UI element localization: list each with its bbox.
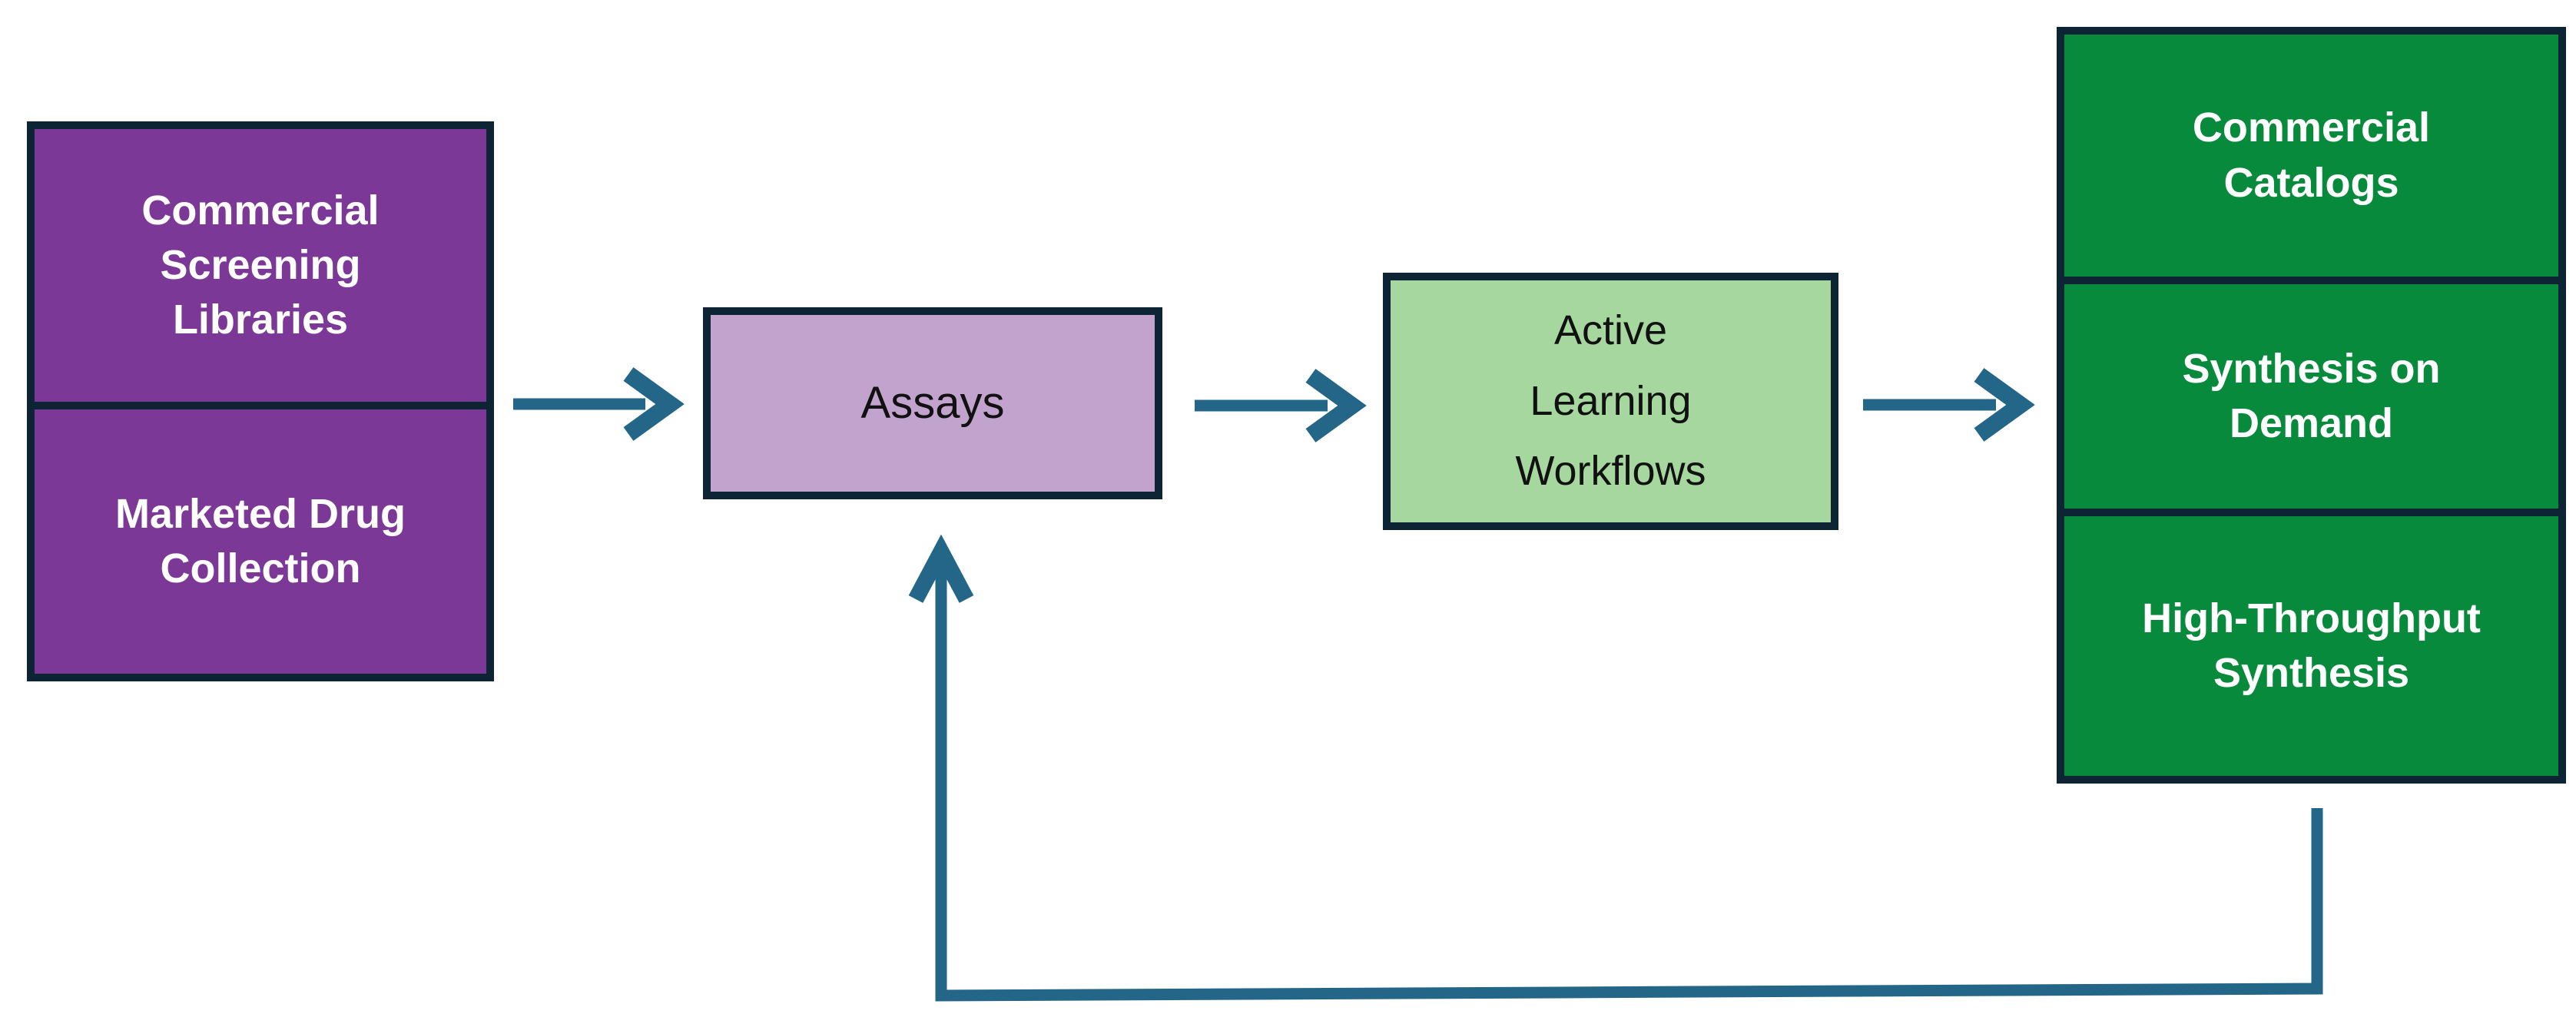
node-commercial-screening-libraries: Commercial Screening Libraries bbox=[35, 129, 486, 402]
node-synthesis-on-demand: Synthesis on Demand bbox=[2064, 277, 2558, 509]
node-marketed-drug-collection: Marketed Drug Collection bbox=[35, 402, 486, 674]
arrow-active-learning-to-outputs bbox=[1863, 368, 2035, 442]
node-label: Commercial Catalogs bbox=[2192, 104, 2431, 206]
node-label: Active Learning Workflows bbox=[1515, 307, 1706, 495]
node-commercial-catalogs: Commercial Catalogs bbox=[2064, 35, 2558, 277]
node-active-learning-workflows: Active Learning Workflows bbox=[1383, 273, 1838, 530]
arrow-sources-to-assays bbox=[513, 367, 685, 441]
node-label: Synthesis on Demand bbox=[2182, 345, 2441, 446]
source-stack: Commercial Screening Libraries Marketed … bbox=[27, 121, 494, 681]
node-label: Commercial Screening Libraries bbox=[141, 187, 380, 343]
arrow-assays-to-active-learning bbox=[1195, 369, 1367, 442]
output-stack: Commercial Catalogs Synthesis on Demand … bbox=[2057, 27, 2566, 784]
node-high-throughput-synthesis: High-Throughput Synthesis bbox=[2064, 509, 2558, 776]
node-label: High-Throughput Synthesis bbox=[2142, 595, 2481, 696]
node-label: Marketed Drug Collection bbox=[114, 490, 406, 592]
node-label: Assays bbox=[860, 378, 1005, 429]
node-assays: Assays bbox=[703, 307, 1162, 499]
feedback-arrow-outputs-to-assays bbox=[908, 534, 2323, 1002]
